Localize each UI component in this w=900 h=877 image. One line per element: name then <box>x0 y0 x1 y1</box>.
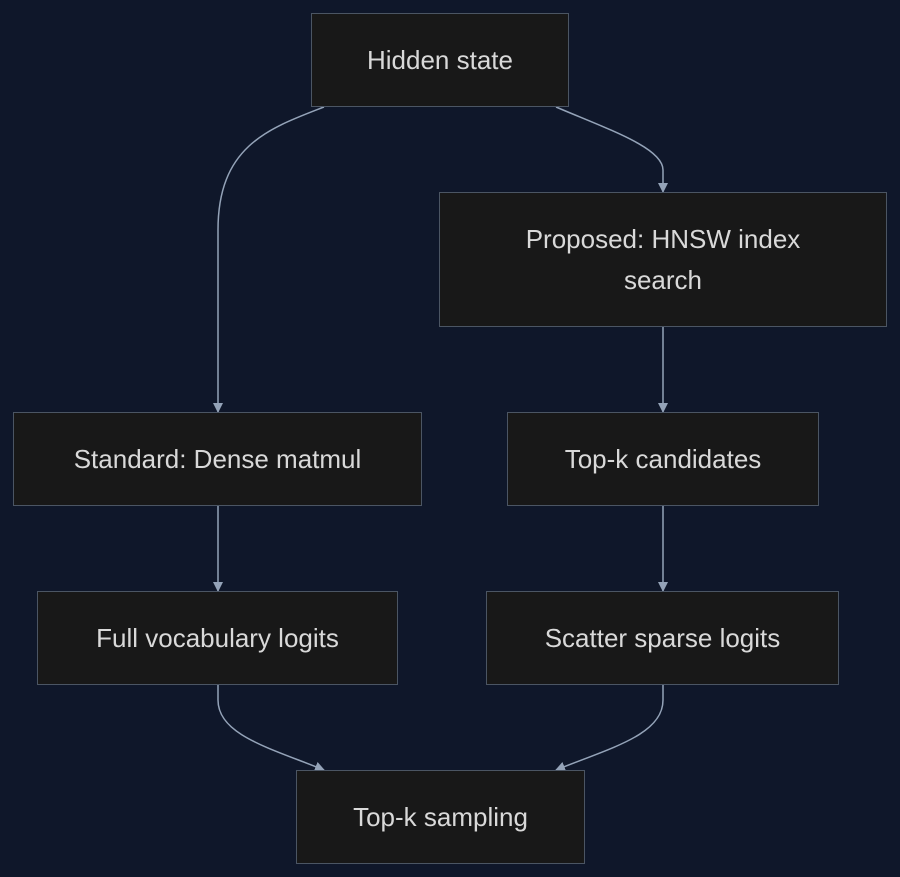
node-hnsw-index-search-label: Proposed: HNSW index search <box>525 223 801 295</box>
node-full-vocabulary-logits-label: Full vocabulary logits <box>96 622 339 653</box>
edge-full-vocab-logits-to-topk-sampling <box>217 685 325 772</box>
node-full-vocabulary-logits: Full vocabulary logits <box>37 591 398 685</box>
node-hidden-state-label: Hidden state <box>367 44 513 75</box>
edge-hidden-state-to-dense-matmul <box>213 106 325 413</box>
node-dense-matmul-label: Standard: Dense matmul <box>73 443 362 474</box>
node-topk-sampling-label: Top-k sampling <box>353 801 528 832</box>
node-topk-candidates: Top-k candidates <box>507 412 819 506</box>
edge-hidden-state-to-hnsw-search <box>555 106 668 193</box>
node-topk-sampling: Top-k sampling <box>296 770 585 864</box>
node-scatter-sparse-logits-label: Scatter sparse logits <box>544 622 781 653</box>
node-topk-candidates-label: Top-k candidates <box>564 443 762 474</box>
node-hnsw-index-search: Proposed: HNSW index search <box>439 192 887 327</box>
edge-scatter-logits-to-topk-sampling <box>555 685 664 772</box>
node-hidden-state: Hidden state <box>311 13 569 107</box>
node-dense-matmul: Standard: Dense matmul <box>13 412 422 506</box>
node-scatter-sparse-logits: Scatter sparse logits <box>486 591 839 685</box>
